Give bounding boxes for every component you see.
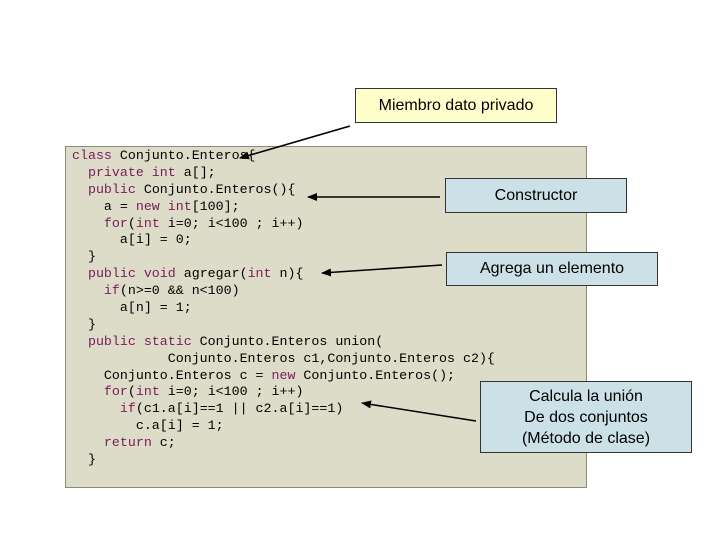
arrow-to-private-field bbox=[239, 125, 351, 160]
arrow-to-add-method bbox=[321, 264, 443, 277]
callout-add-element: Agrega un elemento bbox=[446, 252, 658, 286]
callout-union: Calcula la unión De dos conjuntos (Métod… bbox=[480, 381, 692, 453]
callout-union-line-3: (Método de clase) bbox=[521, 429, 651, 447]
code-line-11: } bbox=[72, 316, 96, 332]
callout-private-member-label: Miembro dato privado bbox=[378, 96, 534, 114]
code-line-2: private int a[]; bbox=[87, 164, 216, 180]
code-line-1: class Conjunto.Enteros{ bbox=[72, 148, 256, 163]
code-line-13: Conjunto.Enteros c1,Conjunto.Enteros c2)… bbox=[72, 350, 495, 366]
code-line-8: public void agregar(int n){ bbox=[87, 266, 304, 282]
arrow-to-union-method bbox=[361, 400, 477, 422]
code-line-17: c.a[i] = 1; bbox=[72, 418, 224, 434]
callout-constructor-label: Constructor bbox=[494, 186, 578, 204]
code-line-5: for(int i=0; i<100 ; i++) bbox=[103, 215, 304, 231]
code-block: class Conjunto.Enteros{ private int a[];… bbox=[72, 148, 495, 469]
code-line-15: for(int i=0; i<100 ; i++) bbox=[103, 384, 304, 400]
code-line-14: Conjunto.Enteros c = new Conjunto.Entero… bbox=[72, 367, 456, 383]
callout-private-member: Miembro dato privado bbox=[355, 88, 557, 123]
callout-union-line-2: De dos conjuntos bbox=[524, 408, 648, 426]
code-line-7: } bbox=[72, 249, 96, 265]
code-line-6: a[i] = 0; bbox=[72, 232, 192, 248]
code-line-16: if(c1.a[i]==1 || c2.a[i]==1) bbox=[119, 401, 344, 417]
code-line-4: a = new int[100]; bbox=[72, 198, 240, 214]
callout-constructor: Constructor bbox=[445, 178, 627, 213]
callout-union-line-1: Calcula la unión bbox=[529, 387, 643, 405]
code-line-10: a[n] = 1; bbox=[72, 300, 192, 316]
code-line-3: public Conjunto.Enteros(){ bbox=[87, 181, 296, 197]
code-line-19: } bbox=[72, 452, 96, 468]
code-line-9: if(n>=0 && n<100) bbox=[103, 283, 240, 299]
callout-add-element-label: Agrega un elemento bbox=[479, 260, 625, 277]
code-line-18: return c; bbox=[103, 435, 176, 451]
code-line-12: public static Conjunto.Enteros union( bbox=[87, 333, 384, 349]
